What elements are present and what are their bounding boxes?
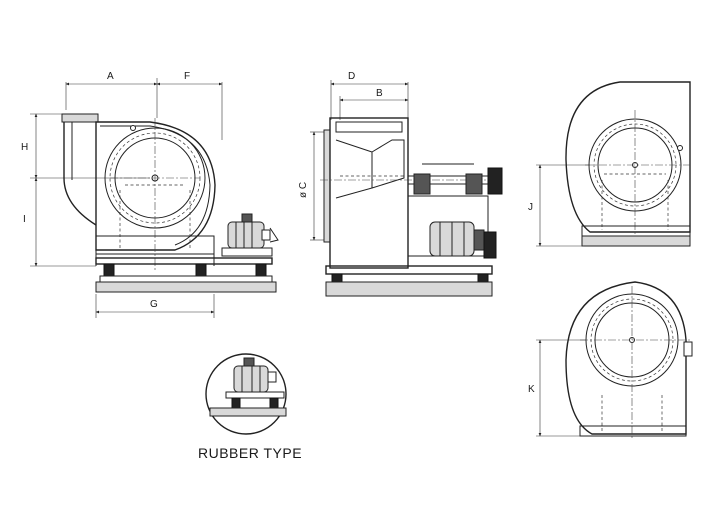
front-view: A F H I (21, 71, 279, 318)
dim-label-D: D (348, 71, 355, 82)
dim-label-C: ø C (298, 182, 309, 198)
dim-label-G: G (150, 299, 158, 310)
side-view: D B ø C (298, 71, 503, 297)
dim-label-H: H (21, 142, 28, 153)
dim-label-A: A (107, 71, 114, 82)
right-view-upper: J (528, 81, 691, 247)
dim-label-J: J (528, 202, 533, 213)
dim-label-F: F (184, 71, 190, 82)
dim-label-I: I (23, 214, 26, 225)
dim-label-K: K (528, 384, 535, 395)
dim-label-B: B (376, 88, 383, 99)
right-view-lower: K (528, 281, 693, 440)
rubber-type-detail: RUBBER TYPE (198, 353, 302, 461)
rubber-type-caption: RUBBER TYPE (198, 445, 302, 461)
